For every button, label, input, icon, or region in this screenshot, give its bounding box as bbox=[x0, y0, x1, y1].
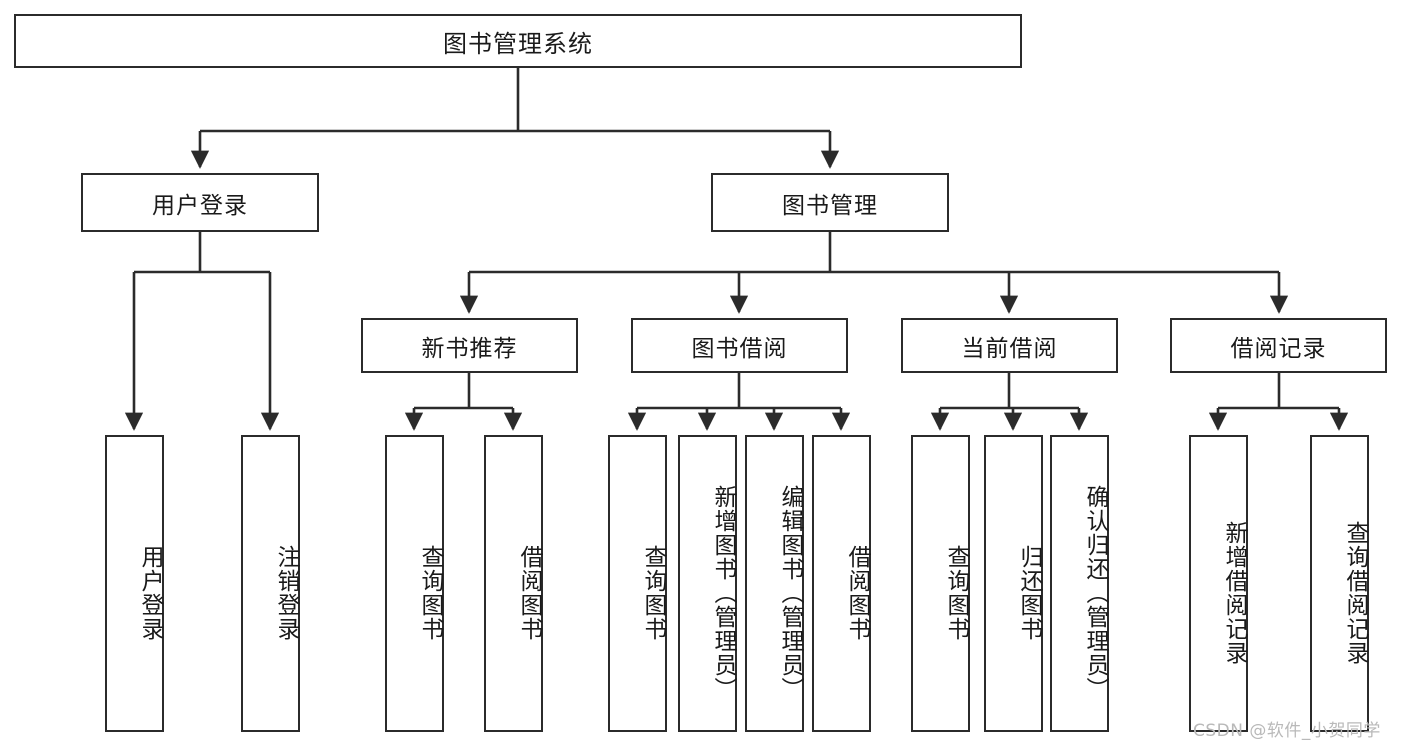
node-leaf-logout-login[interactable]: 注销登录 bbox=[241, 435, 300, 732]
node-book-borrow[interactable]: 图书借阅 bbox=[631, 318, 848, 373]
node-leaf-borrow-book-2[interactable]: 借阅图书 bbox=[812, 435, 871, 732]
node-leaf-query-book-2[interactable]: 查询图书 bbox=[608, 435, 667, 732]
node-borrow-record[interactable]: 借阅记录 bbox=[1170, 318, 1387, 373]
node-leaf-query-book-3[interactable]: 查询图书 bbox=[911, 435, 970, 732]
csdn-watermark: CSDN @软件_小贺同学 bbox=[1193, 721, 1381, 741]
node-new-book-recommend[interactable]: 新书推荐 bbox=[361, 318, 578, 373]
node-leaf-return-book[interactable]: 归还图书 bbox=[984, 435, 1043, 732]
node-leaf-user-login[interactable]: 用户登录 bbox=[105, 435, 164, 732]
node-book-management[interactable]: 图书管理 bbox=[711, 173, 949, 232]
node-leaf-confirm-return[interactable]: 确认归还（管理员） bbox=[1050, 435, 1109, 732]
node-current-borrow[interactable]: 当前借阅 bbox=[901, 318, 1118, 373]
node-leaf-query-record[interactable]: 查询借阅记录 bbox=[1310, 435, 1369, 732]
node-user-login[interactable]: 用户登录 bbox=[81, 173, 319, 232]
node-root-system[interactable]: 图书管理系统 bbox=[14, 14, 1022, 68]
node-leaf-add-book[interactable]: 新增图书（管理员） bbox=[678, 435, 737, 732]
node-leaf-borrow-book-1[interactable]: 借阅图书 bbox=[484, 435, 543, 732]
node-leaf-query-book-1[interactable]: 查询图书 bbox=[385, 435, 444, 732]
node-leaf-edit-book[interactable]: 编辑图书（管理员） bbox=[745, 435, 804, 732]
node-leaf-add-record[interactable]: 新增借阅记录 bbox=[1189, 435, 1248, 732]
